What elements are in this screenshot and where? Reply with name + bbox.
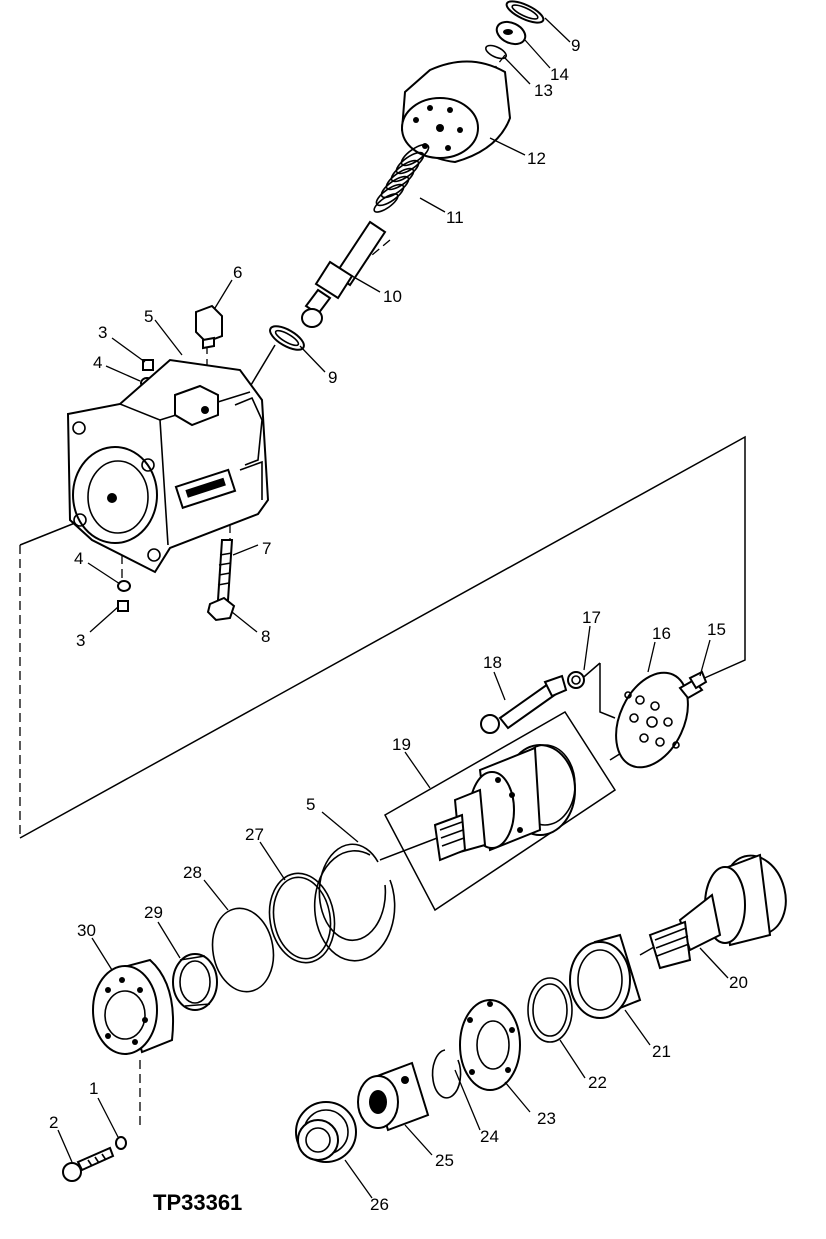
callout-19: 19: [392, 735, 411, 754]
part-5-snap-ring: [313, 843, 396, 962]
part-18-pin: [480, 674, 568, 734]
part-20-drive-shaft: [648, 853, 787, 970]
callout-5-bottom: 5: [306, 795, 315, 814]
callout-25: 25: [435, 1151, 454, 1170]
callout-2: 2: [49, 1113, 58, 1132]
part-21-bearing: [569, 933, 642, 1019]
callout-9-top: 9: [571, 36, 580, 55]
callout-4-top: 4: [93, 353, 102, 372]
callout-16: 16: [652, 624, 671, 643]
callout-3-bottom: 3: [76, 631, 85, 650]
pump-housing: [66, 358, 270, 574]
part-6-fitting: [195, 304, 223, 350]
callout-labels: 9 14 13 12 11 10 6 5 3 4 9 7 4 3 8 17 16…: [49, 36, 748, 1214]
callout-21: 21: [652, 1042, 671, 1061]
callout-29: 29: [144, 903, 163, 922]
callout-30: 30: [77, 921, 96, 940]
part-19-rotating-group: [383, 710, 617, 912]
callout-11: 11: [446, 208, 464, 227]
callout-5-top: 5: [144, 307, 153, 326]
part-4-lower-seal: [117, 580, 131, 592]
callout-3-top: 3: [98, 323, 107, 342]
part-29-bearing-race: [172, 953, 218, 1011]
callout-27: 27: [245, 825, 264, 844]
part-3-upper-plug: [142, 359, 154, 371]
callout-23: 23: [537, 1109, 556, 1128]
part-7-stud: [216, 539, 234, 601]
callout-7: 7: [262, 539, 271, 558]
part-10-pin: [301, 220, 387, 328]
part-26-seal: [295, 1101, 357, 1163]
callout-leaders: [57, 17, 729, 1199]
part-30-end-cover: [92, 958, 175, 1055]
callout-18: 18: [483, 653, 502, 672]
part-3-lower-plug: [117, 600, 129, 612]
part-9-middle-o-ring: [269, 325, 305, 351]
part-16-valve-plate: [615, 671, 689, 769]
part-25-sleeve: [357, 1061, 430, 1132]
part-27-o-ring: [268, 872, 336, 964]
callout-4-bottom: 4: [74, 549, 83, 568]
figure-id: TP33361: [153, 1190, 242, 1215]
callout-14: 14: [550, 65, 569, 84]
part-9-top-o-ring: [505, 0, 545, 24]
callout-22: 22: [588, 1073, 607, 1092]
callout-20: 20: [729, 973, 748, 992]
part-24-snap-ring: [431, 1049, 462, 1099]
callout-24: 24: [480, 1127, 499, 1146]
callout-6: 6: [233, 263, 242, 282]
part-11-spring: [373, 143, 430, 213]
callout-15: 15: [707, 620, 726, 639]
callout-9-middle: 9: [328, 368, 337, 387]
part-14-washer: [495, 20, 527, 46]
callout-17: 17: [582, 608, 601, 627]
part-8-nut: [206, 596, 236, 622]
callout-1: 1: [89, 1079, 98, 1098]
part-13-snap-ring: [485, 44, 507, 60]
callout-12: 12: [527, 149, 546, 168]
part-1-washer: [115, 1136, 127, 1150]
part-17-bushing: [567, 671, 585, 689]
callout-28: 28: [183, 863, 202, 882]
callout-8: 8: [261, 627, 270, 646]
part-23-flange: [459, 999, 521, 1091]
callout-13: 13: [534, 81, 553, 100]
part-2-cap-screw: [62, 1146, 115, 1182]
part-22-shim: [527, 977, 573, 1043]
part-28-backup-ring: [211, 907, 275, 993]
callout-26: 26: [370, 1195, 389, 1214]
part-15-screw: [678, 670, 708, 700]
callout-10: 10: [383, 287, 402, 306]
